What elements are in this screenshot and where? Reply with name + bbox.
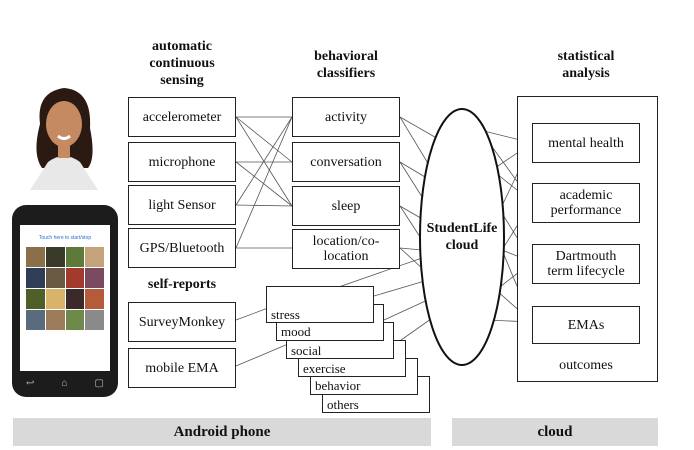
self-report-surveymonkey: SurveyMonkey — [128, 302, 236, 342]
classifier-sleep: sleep — [292, 186, 400, 226]
outcome-academic-performance: academic performance — [532, 183, 640, 223]
self-report-mobile-ema: mobile EMA — [128, 348, 236, 388]
photo-grid — [26, 247, 104, 330]
sensor-gps-bluetooth: GPS/Bluetooth — [128, 228, 236, 268]
phone-screen: Touch here to start/stop — [20, 225, 110, 371]
classifier-conversation: conversation — [292, 142, 400, 182]
phone-softkeys: ↩ ⌂ ▢ — [26, 378, 104, 389]
self-reports-header: self-reports — [147, 277, 217, 292]
student-photo — [18, 84, 110, 190]
outcome-term-lifecycle: Dartmouth term lifecycle — [532, 244, 640, 284]
classifiers-header: behavioral classifiers — [314, 49, 378, 81]
analysis-header: statistical analysis — [557, 49, 615, 81]
classifier-location: location/co- location — [292, 229, 400, 269]
recent-apps-icon: ▢ — [94, 378, 104, 389]
android-phone-image: Touch here to start/stop ↩ ⌂ ▢ — [12, 205, 118, 397]
back-icon: ↩ — [26, 378, 35, 389]
classifier-activity: activity — [292, 97, 400, 137]
outcome-mental-health: mental health — [532, 123, 640, 163]
outcome-emas: EMAs — [532, 306, 640, 344]
sensor-accelerometer: accelerometer — [128, 97, 236, 137]
phone-screen-title: Touch here to start/stop — [38, 235, 92, 241]
studentlife-cloud-label: StudentLife cloud — [426, 221, 498, 253]
android-phone-bar: Android phone — [13, 418, 431, 446]
home-icon: ⌂ — [61, 378, 68, 389]
ema-card-stress: stress — [266, 286, 374, 323]
sensing-header: automatic continuous sensing — [149, 39, 215, 88]
sensor-light: light Sensor — [128, 185, 236, 225]
sensor-microphone: microphone — [128, 142, 236, 182]
outcomes-label: outcomes — [559, 358, 613, 373]
cloud-bar: cloud — [452, 418, 658, 446]
